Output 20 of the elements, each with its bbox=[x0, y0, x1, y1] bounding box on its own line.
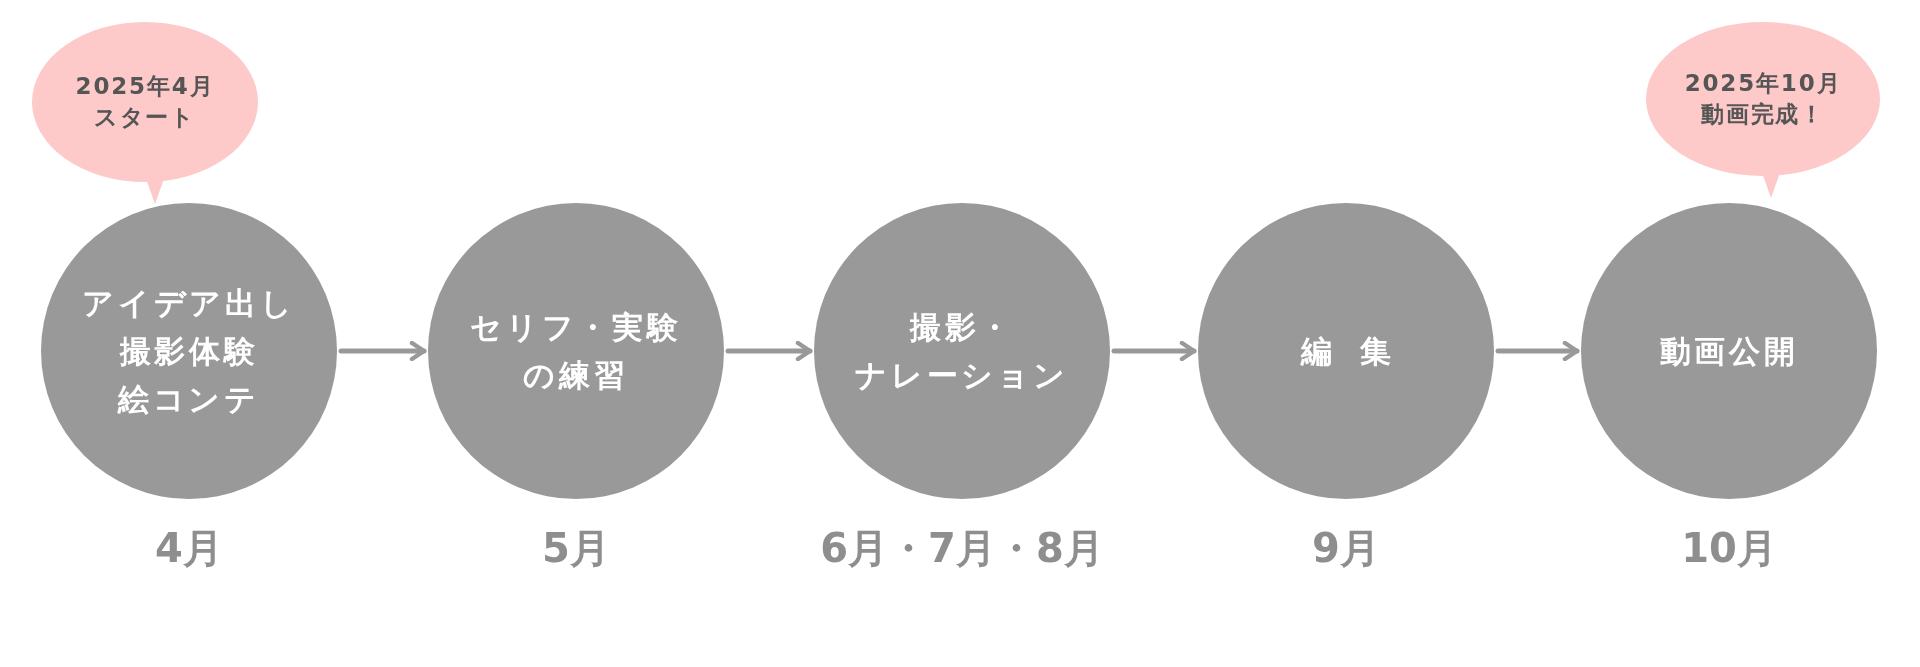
arrow bbox=[1111, 340, 1197, 362]
step-label: アイデア出し bbox=[82, 283, 296, 323]
month-label: 5月 bbox=[541, 524, 611, 573]
step-label: 編集 bbox=[1301, 331, 1419, 371]
step-label: 絵コンテ bbox=[118, 380, 260, 419]
step-label: 撮影体験 bbox=[119, 331, 259, 371]
arrow bbox=[725, 340, 813, 362]
month-label: 10月 bbox=[1680, 524, 1778, 573]
bubble-text: 2025年10月 bbox=[1684, 68, 1842, 98]
month-label: 6月・7月・8月 bbox=[819, 524, 1105, 573]
step-label: 撮影・ナレーション bbox=[854, 307, 1070, 395]
step-label: セリフ・実験の練習 bbox=[469, 307, 683, 395]
arrow bbox=[338, 340, 427, 362]
step-label: 動画公開 bbox=[1659, 331, 1799, 371]
bubble-text: 2025年4月 bbox=[75, 71, 215, 101]
month-label: 4月 bbox=[154, 524, 224, 573]
arrow bbox=[1495, 340, 1580, 362]
month-label: 9月 bbox=[1311, 524, 1381, 573]
bubble-text: 動画完成！ bbox=[1700, 100, 1826, 129]
bubble-text: スタート bbox=[93, 103, 197, 132]
